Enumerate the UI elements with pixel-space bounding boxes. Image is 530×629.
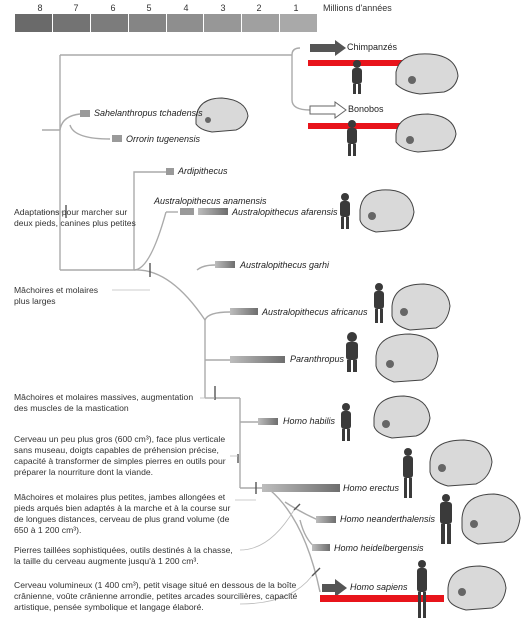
bonobo-skull <box>396 114 456 152</box>
bonobo-figure <box>347 120 357 156</box>
label-garhi: Australopithecus garhi <box>240 260 329 270</box>
note-jaws-massive: Mâchoires et molaires massives, augmenta… <box>14 392 204 414</box>
sapiens-figure <box>417 560 427 618</box>
sahel-skull <box>196 98 248 132</box>
note-sapiens: Cerveau volumineux (1 400 cm³), petit vi… <box>14 580 314 613</box>
habilis-skull <box>374 396 430 438</box>
label-africanus: Australopithecus africanus <box>262 307 368 317</box>
label-chimpanzes: Chimpanzés <box>347 42 397 52</box>
note-erectus: Mâchoires et molaires plus petites, jamb… <box>14 492 236 536</box>
label-paranthropus: Paranthropus <box>290 354 344 364</box>
chimp-arrow <box>310 40 346 56</box>
sapiens-arrow <box>322 579 347 597</box>
note-bipedal: Adaptations pour marcher sur deux pieds,… <box>14 207 139 229</box>
label-neanderthalensis: Homo neanderthalensis <box>340 514 435 524</box>
chimp-figure <box>352 60 362 94</box>
label-anamensis: Australopithecus anamensis <box>154 196 267 206</box>
label-heidelbergensis: Homo heidelbergensis <box>334 543 424 553</box>
label-afarensis: Australopithecus afarensis <box>232 207 338 217</box>
afarensis-figure <box>340 193 350 229</box>
habilis-figure <box>341 403 351 441</box>
note-brain-600: Cerveau un peu plus gros (600 cm³), face… <box>14 434 236 478</box>
label-sahelanthropus: Sahelanthropus tchadensis <box>94 108 203 118</box>
afarensis-skull <box>360 190 414 232</box>
label-ardipithecus: Ardipithecus <box>178 166 228 176</box>
africanus-figure <box>374 283 384 323</box>
label-bonobos: Bonobos <box>348 104 384 114</box>
label-habilis: Homo habilis <box>283 416 335 426</box>
note-jaws-larger: Mâchoires et molaires plus larges <box>14 285 114 307</box>
bonobo-arrow <box>310 102 346 118</box>
species-bars <box>80 110 340 551</box>
africanus-skull <box>392 284 450 330</box>
neanderthal-skull <box>462 494 520 544</box>
label-sapiens: Homo sapiens <box>350 582 408 592</box>
chimp-skull <box>396 54 458 94</box>
paranthropus-skull <box>376 334 438 382</box>
note-tools: Pierres taillées sophistiquées, outils d… <box>14 545 236 567</box>
erectus-figure <box>403 448 413 498</box>
label-erectus: Homo erectus <box>343 483 399 493</box>
neanderthal-figure <box>440 494 452 544</box>
sapiens-skull <box>448 566 506 610</box>
erectus-skull <box>430 440 492 486</box>
paranthropus-figure <box>346 332 358 372</box>
label-orrorin: Orrorin tugenensis <box>126 134 200 144</box>
